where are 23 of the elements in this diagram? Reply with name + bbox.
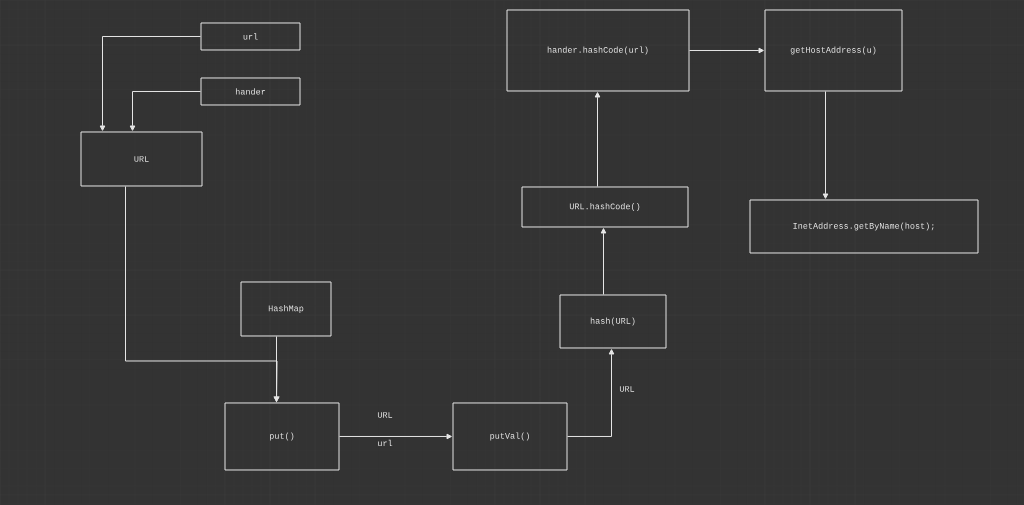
process-box: hash(URL) <box>559 294 667 349</box>
process-box: putVal() <box>452 402 568 471</box>
arrow <box>339 433 452 440</box>
process-box: hander.hashCode(url) <box>506 9 690 92</box>
edge-label: URL <box>376 411 394 419</box>
arrow <box>129 91 201 131</box>
process-box: put() <box>224 402 340 471</box>
process-box: HashMap <box>240 281 332 337</box>
arrow <box>99 36 201 131</box>
process-box: getHostAddress(u) <box>764 9 903 92</box>
process-box: hander <box>200 77 301 106</box>
text-label: url <box>376 438 394 448</box>
arrow <box>273 336 280 402</box>
process-box: URL <box>80 131 203 187</box>
process-box: URL.hashCode() <box>521 186 689 228</box>
arrow <box>689 47 764 54</box>
process-box: InetAddress.getByName(host); <box>749 199 979 254</box>
arrow <box>600 228 607 295</box>
arrow <box>822 91 829 199</box>
arrow <box>594 92 601 187</box>
process-box: url <box>200 22 301 51</box>
edge-label: URL <box>618 385 636 393</box>
arrow <box>567 349 615 437</box>
